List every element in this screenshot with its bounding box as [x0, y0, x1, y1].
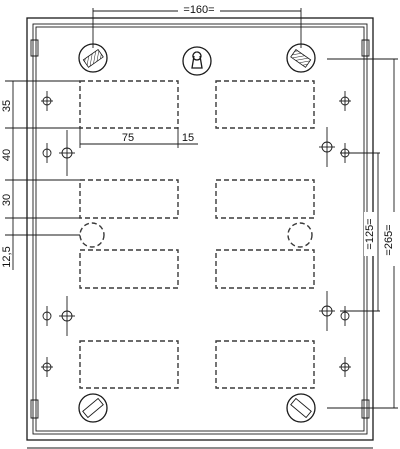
dimension-label-125: =125= — [364, 218, 376, 249]
knockout-column-right — [215, 80, 315, 389]
dimension-label-75: 75 — [122, 132, 134, 144]
dimension-left-stack: 35 40 30 12,5 — [1, 80, 80, 270]
dimension-horizontal: 75 15 — [79, 128, 198, 148]
screw-slot-icon — [286, 43, 316, 73]
fixing-screw-icon — [59, 296, 75, 336]
fixing-screw-icon — [339, 357, 351, 377]
dimension-label-15: 15 — [182, 132, 194, 144]
keyhole-hanger-icon — [182, 46, 212, 76]
knockout-rect — [79, 340, 179, 389]
fixing-screw-icon — [78, 393, 108, 423]
fixing-screw-icon — [42, 143, 52, 163]
dimension-right: =125= =265= — [327, 58, 398, 409]
knockout-rect — [215, 179, 315, 219]
knockout-rect — [79, 249, 179, 289]
enclosure-outline — [26, 17, 374, 449]
dimension-label-top-width: =160= — [183, 4, 214, 16]
dimension-top-width: =160= — [92, 2, 302, 48]
screw-slot-icon — [78, 43, 108, 73]
fixing-screw-icon — [339, 91, 351, 111]
dimension-label-12-5: 12,5 — [1, 246, 13, 267]
dimension-label-35: 35 — [1, 100, 13, 112]
knockout-column-left — [79, 80, 179, 389]
fixing-screw-icon — [42, 306, 52, 326]
dimension-label-40: 40 — [1, 149, 13, 161]
fixing-screw-icon — [41, 91, 53, 111]
side-screws — [41, 91, 351, 377]
fixing-screw-icon — [319, 291, 335, 331]
knockout-rect — [79, 80, 179, 129]
dimension-label-30: 30 — [1, 194, 13, 206]
knockout-circle-icon — [287, 222, 313, 248]
knockout-rect — [79, 179, 179, 219]
fixing-screw-icon — [59, 130, 75, 176]
fixing-screw-icon — [340, 306, 350, 326]
knockout-rect — [215, 249, 315, 289]
knockout-circle-icon — [79, 222, 105, 248]
fixing-screw-icon — [286, 393, 316, 423]
fixing-screw-icon — [41, 357, 53, 377]
fixing-screw-icon — [319, 127, 335, 167]
knockout-rect — [215, 80, 315, 129]
dimension-label-265: =265= — [383, 224, 395, 255]
knockout-rect — [215, 340, 315, 389]
